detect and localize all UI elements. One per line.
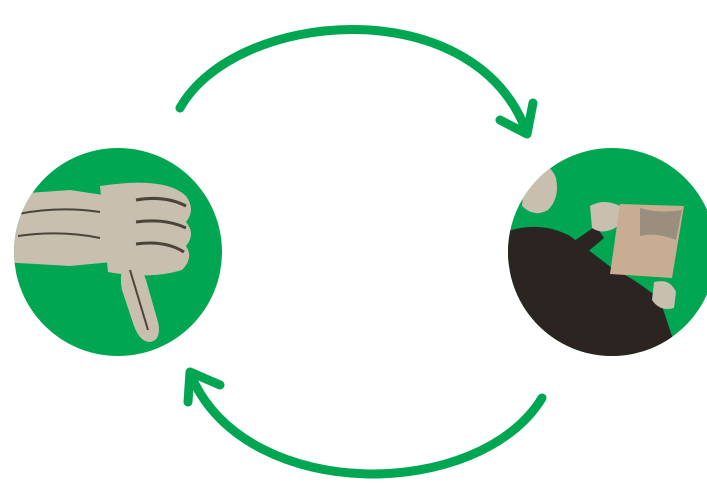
- node-person-examining-paper: [500, 148, 707, 360]
- bottom-cycle-arrow: [188, 372, 542, 474]
- top-cycle-arrow: [180, 30, 533, 135]
- top-arrow-curve: [180, 30, 525, 129]
- node-thumbs-down: [0, 148, 222, 356]
- bottom-arrow-curve: [192, 378, 542, 474]
